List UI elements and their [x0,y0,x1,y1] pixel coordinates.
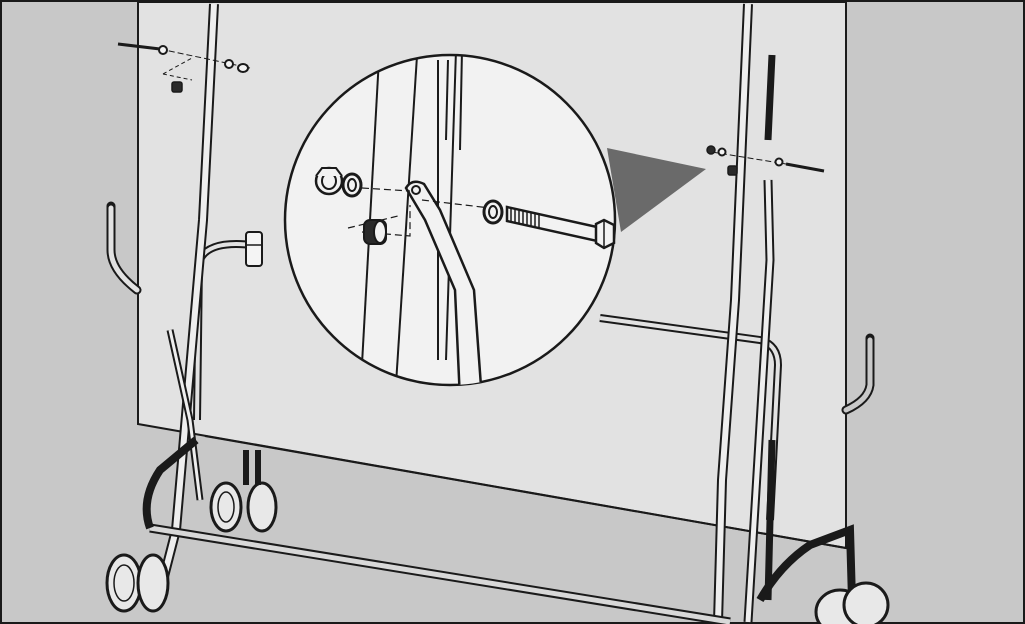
washer-right-part [482,199,504,225]
left-side-handle-inner [108,205,140,293]
right-hinge-arm [764,54,776,601]
zoom-pointer [607,148,706,232]
top-left-hardware [117,42,251,93]
base-bar-long-inner [149,525,731,624]
crossbar-clamp [245,231,263,267]
cap-nut-part [314,166,344,196]
washer-left-part [341,172,363,198]
right-hardware [706,145,825,176]
zoom-detail [283,53,617,387]
right-leg-rear-inner [745,179,773,623]
right-side-handle-inner [843,337,873,413]
board-bottom-edge [204,435,847,549]
left-front-wheel [105,553,170,613]
left-rear-wheel [209,450,278,533]
base-bar-left [142,436,199,530]
right-leg-front-inner [715,3,751,623]
left-leg-brace-inner [168,329,202,501]
hinge-bolt-part [505,205,616,250]
left-leg-front-inner [155,3,217,601]
base-bar-right [756,524,856,602]
spacer-bushing-part [363,219,387,245]
right-wheel [814,581,890,624]
